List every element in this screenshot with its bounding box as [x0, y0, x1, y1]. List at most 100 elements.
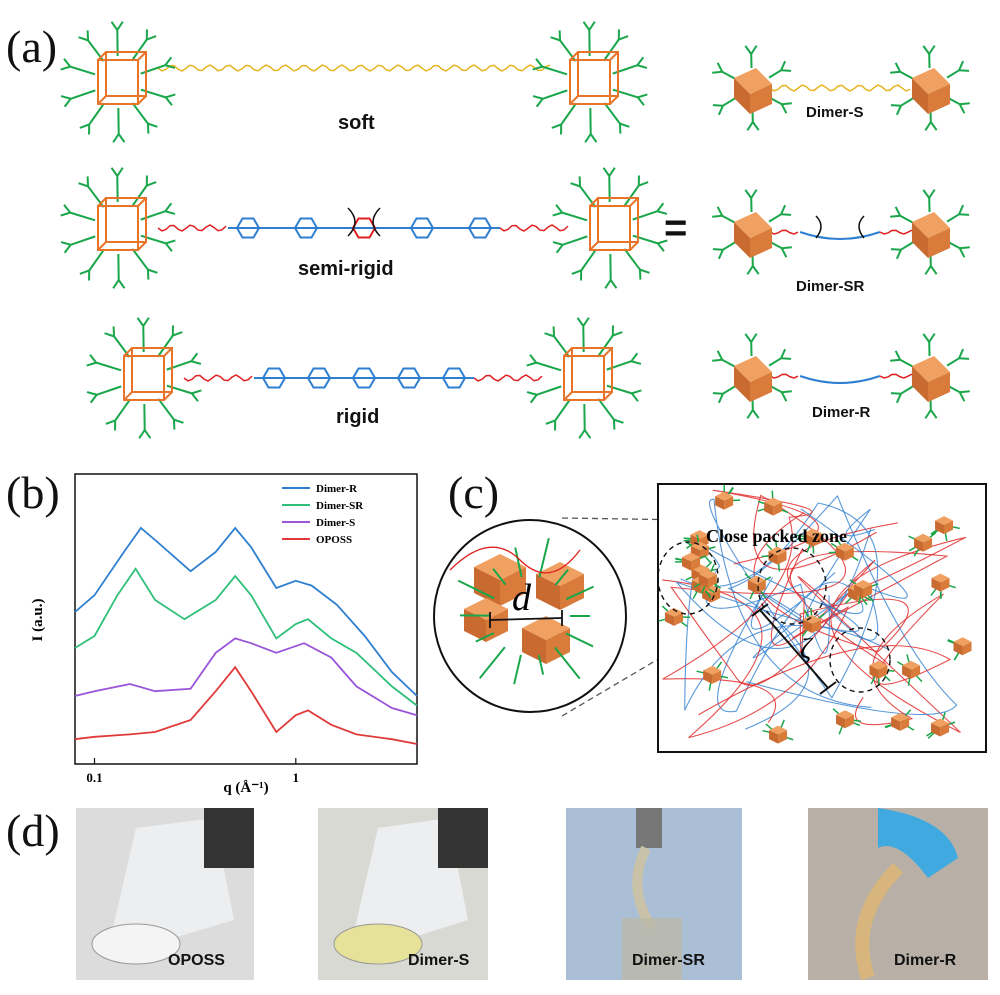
alkyl-branch	[110, 21, 119, 31]
alkyl-branch	[164, 202, 173, 212]
alkyl-arm	[140, 64, 166, 75]
alkyl-branch	[576, 317, 585, 327]
poss-cage-edge	[569, 95, 579, 105]
alkyl-branch	[529, 354, 538, 364]
zeta-arrow-end	[751, 603, 769, 617]
alkyl-branch	[781, 390, 792, 394]
alkyl-arm	[899, 214, 913, 224]
alkyl-branch	[639, 268, 650, 274]
alkyl-branch	[958, 348, 965, 359]
alkyl-branch	[716, 206, 724, 217]
poss-cage-edge	[137, 197, 147, 207]
alkyl-branch	[657, 210, 668, 215]
cube-right	[911, 665, 921, 679]
cube-left	[764, 502, 774, 516]
alkyl-arm	[722, 241, 736, 251]
equals-sign: =	[664, 206, 688, 250]
zoom-circle	[433, 519, 627, 713]
alkyl-branch	[173, 418, 184, 424]
alkyl-branch	[750, 45, 758, 55]
cube-right	[707, 574, 717, 588]
panel-a-structures	[60, 21, 970, 439]
alkyl-arm	[900, 385, 914, 395]
alkyl-branch	[929, 121, 938, 131]
alkyl-arm	[478, 646, 506, 679]
cube-left	[768, 551, 778, 565]
alkyl-branch	[928, 45, 936, 55]
cube-left	[734, 222, 750, 258]
alkyl-branch	[780, 213, 792, 216]
alkyl-branch	[147, 122, 158, 128]
cube-top	[931, 573, 950, 583]
cube-left	[702, 589, 712, 603]
poss-cage-front	[569, 59, 611, 105]
poss-cage-edge	[609, 51, 619, 61]
poss-cage-edge	[629, 241, 639, 251]
cube-left	[803, 533, 813, 547]
alkyl-branch	[751, 409, 760, 419]
poss-cage-edge	[97, 197, 107, 207]
alkyl-branch	[929, 409, 938, 419]
cube-left	[747, 580, 757, 594]
cube-right	[712, 670, 722, 684]
cube-right	[940, 723, 950, 737]
alkyl-branch	[136, 317, 145, 327]
zeta-arrow-end	[819, 681, 837, 695]
legend-label-dimer-sr: Dimer-SR	[316, 500, 364, 512]
alkyl-branch	[630, 352, 639, 362]
alkyl-branch	[959, 246, 970, 250]
close-packed-zone-label: Close packed zone	[706, 526, 847, 546]
alkyl-branch	[894, 62, 902, 73]
cube-left	[715, 496, 725, 510]
poss-cage-edge	[97, 95, 107, 105]
vial-cap	[438, 808, 488, 868]
cube-right	[546, 628, 570, 664]
cube-left	[902, 665, 912, 679]
alkyl-arm	[562, 235, 588, 246]
alkyl-branch	[570, 182, 581, 188]
cube-left	[914, 538, 924, 552]
alkyl-branch	[637, 93, 648, 99]
poss-cage-edge	[569, 51, 579, 61]
cube-left	[665, 612, 675, 626]
alkyl-branch	[890, 70, 901, 74]
dimer-rigid-segment	[799, 231, 881, 240]
alkyl-branch	[959, 390, 970, 394]
cube-top	[836, 710, 855, 720]
alkyl-branch	[78, 36, 89, 42]
alkyl-arm	[632, 210, 658, 221]
cube-left	[803, 619, 813, 633]
alkyl-arm	[70, 89, 96, 100]
cube-left	[734, 366, 750, 402]
poss-cage-front	[589, 205, 631, 251]
alkyl-branch	[780, 348, 787, 359]
cube-right	[863, 584, 873, 598]
legend-label-dimer-s: Dimer-S	[316, 517, 355, 529]
alkyl-branch	[602, 167, 611, 177]
linker-chain	[499, 224, 569, 232]
alkyl-arm	[946, 69, 960, 79]
alkyl-arm	[88, 248, 105, 272]
alkyl-branch	[780, 60, 787, 71]
poss-cage-edge	[609, 95, 619, 105]
alkyl-branch	[712, 70, 723, 74]
plot-frame	[74, 473, 418, 765]
cube-right	[928, 228, 950, 258]
aromatic-ring	[467, 217, 493, 239]
alkyl-arm	[612, 64, 638, 75]
alkyl-branch	[958, 213, 970, 216]
alkyl-arm	[603, 38, 620, 62]
cube-top	[914, 533, 933, 543]
linker-chain	[473, 374, 543, 382]
rotation-arrow	[815, 215, 822, 239]
linker-chain	[769, 84, 911, 92]
alkyl-arm	[554, 568, 569, 586]
aromatic-ring	[396, 367, 422, 389]
linker-chain	[769, 229, 799, 235]
alkyl-branch	[746, 409, 754, 419]
alkyl-branch	[104, 332, 115, 338]
molecule-row-soft	[60, 21, 648, 143]
aromatic-ring	[351, 367, 377, 389]
alkyl-branch	[110, 167, 119, 177]
